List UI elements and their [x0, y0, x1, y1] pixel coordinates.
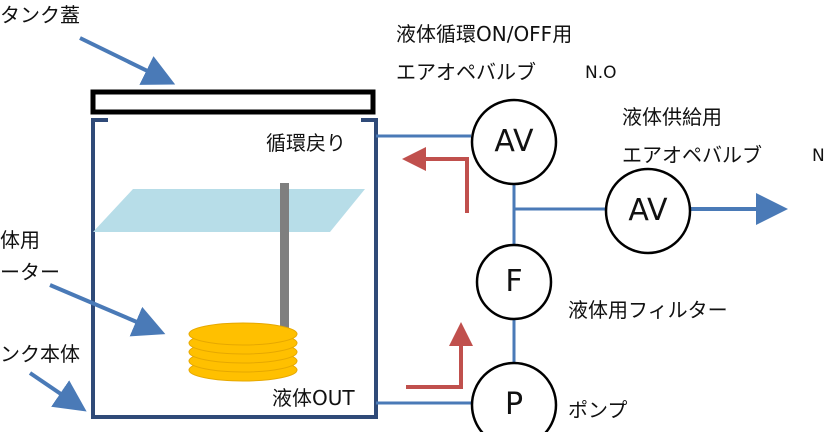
callout-arrows	[28, 36, 176, 412]
valve-circ-symbol	[470, 98, 558, 186]
circ-valve-label-line2: エアオペバルブ	[396, 60, 536, 84]
filter-text: F	[505, 264, 523, 299]
pump-text: P	[504, 387, 524, 422]
liquid-out-label: 液体OUT	[272, 386, 355, 410]
heater-coil	[188, 322, 298, 382]
tank-lid-label: タンク蓋	[0, 3, 80, 27]
lid-pointer-arrow	[79, 36, 176, 85]
heater-rod	[280, 183, 289, 336]
return-flow-arrow	[402, 147, 469, 213]
valve-circ-text: AV	[494, 124, 534, 159]
supply-valve-label-line2: エアオペバルブ	[622, 143, 762, 167]
liquid-surface	[93, 189, 365, 232]
heater-label-line1: 体用	[0, 228, 40, 252]
valve-supply-text: AV	[628, 193, 668, 228]
body-pointer-arrow	[28, 371, 87, 412]
tank-lid	[90, 89, 376, 115]
supply-valve-state: N	[812, 146, 825, 166]
tank-body	[91, 118, 378, 419]
return-label: 循環戻り	[266, 131, 346, 155]
heater-pointer-arrow	[49, 283, 166, 337]
heater-label-line2: ーター	[0, 260, 60, 284]
pipes	[376, 134, 788, 405]
supply-valve-label-line1: 液体供給用	[622, 105, 722, 129]
filter-symbol	[475, 243, 553, 321]
valve-supply-symbol	[604, 167, 692, 255]
tank-body-label: ンク本体	[0, 342, 80, 366]
circ-valve-label-line1: 液体循環ON/OFF用	[396, 22, 573, 46]
filter-label: 液体用フィルター	[568, 298, 728, 322]
flow-arrows	[402, 147, 473, 389]
out-flow-arrow	[406, 322, 473, 389]
circ-valve-state: N.O	[585, 63, 617, 83]
pump-symbol	[470, 361, 558, 432]
pump-label: ポンプ	[568, 398, 628, 422]
